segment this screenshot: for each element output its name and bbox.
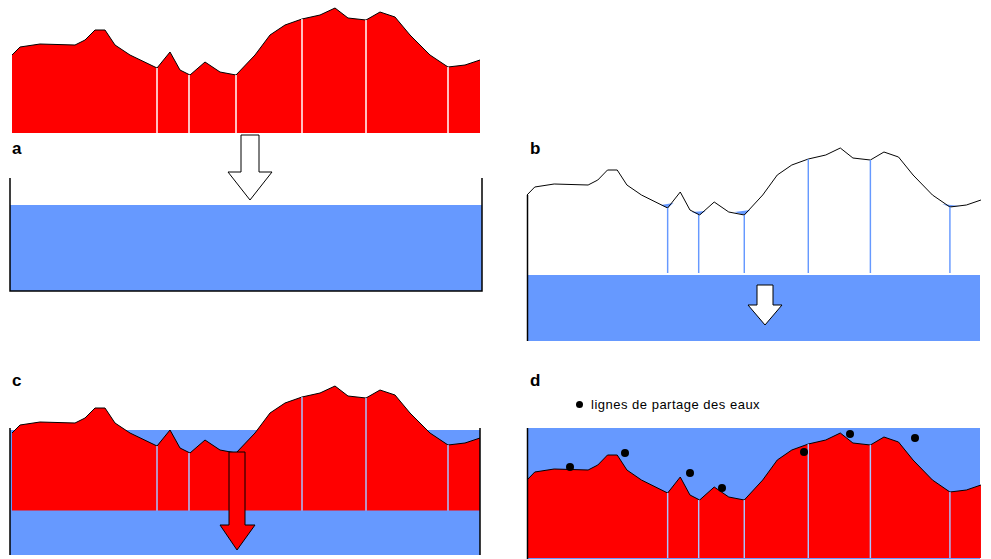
water-full — [527, 428, 980, 559]
relief-a — [12, 8, 480, 133]
relief-b — [527, 148, 981, 273]
panel-letter: a — [12, 140, 21, 157]
panel-letter: c — [12, 372, 21, 389]
down-arrow — [220, 452, 255, 550]
relief-d — [527, 433, 981, 558]
legend-text: lignes de partage des eaux — [591, 397, 760, 412]
watershed-dots — [566, 430, 919, 492]
legend-entry: lignes de partage des eaux — [576, 397, 760, 412]
down-arrow — [228, 135, 272, 200]
relief-c — [12, 386, 480, 511]
water-band — [527, 275, 980, 341]
panel-letter: d — [530, 372, 540, 389]
legend-dot — [576, 401, 583, 408]
panel-letter: b — [530, 140, 540, 157]
down-arrow — [748, 285, 782, 325]
water-tank — [10, 205, 482, 291]
